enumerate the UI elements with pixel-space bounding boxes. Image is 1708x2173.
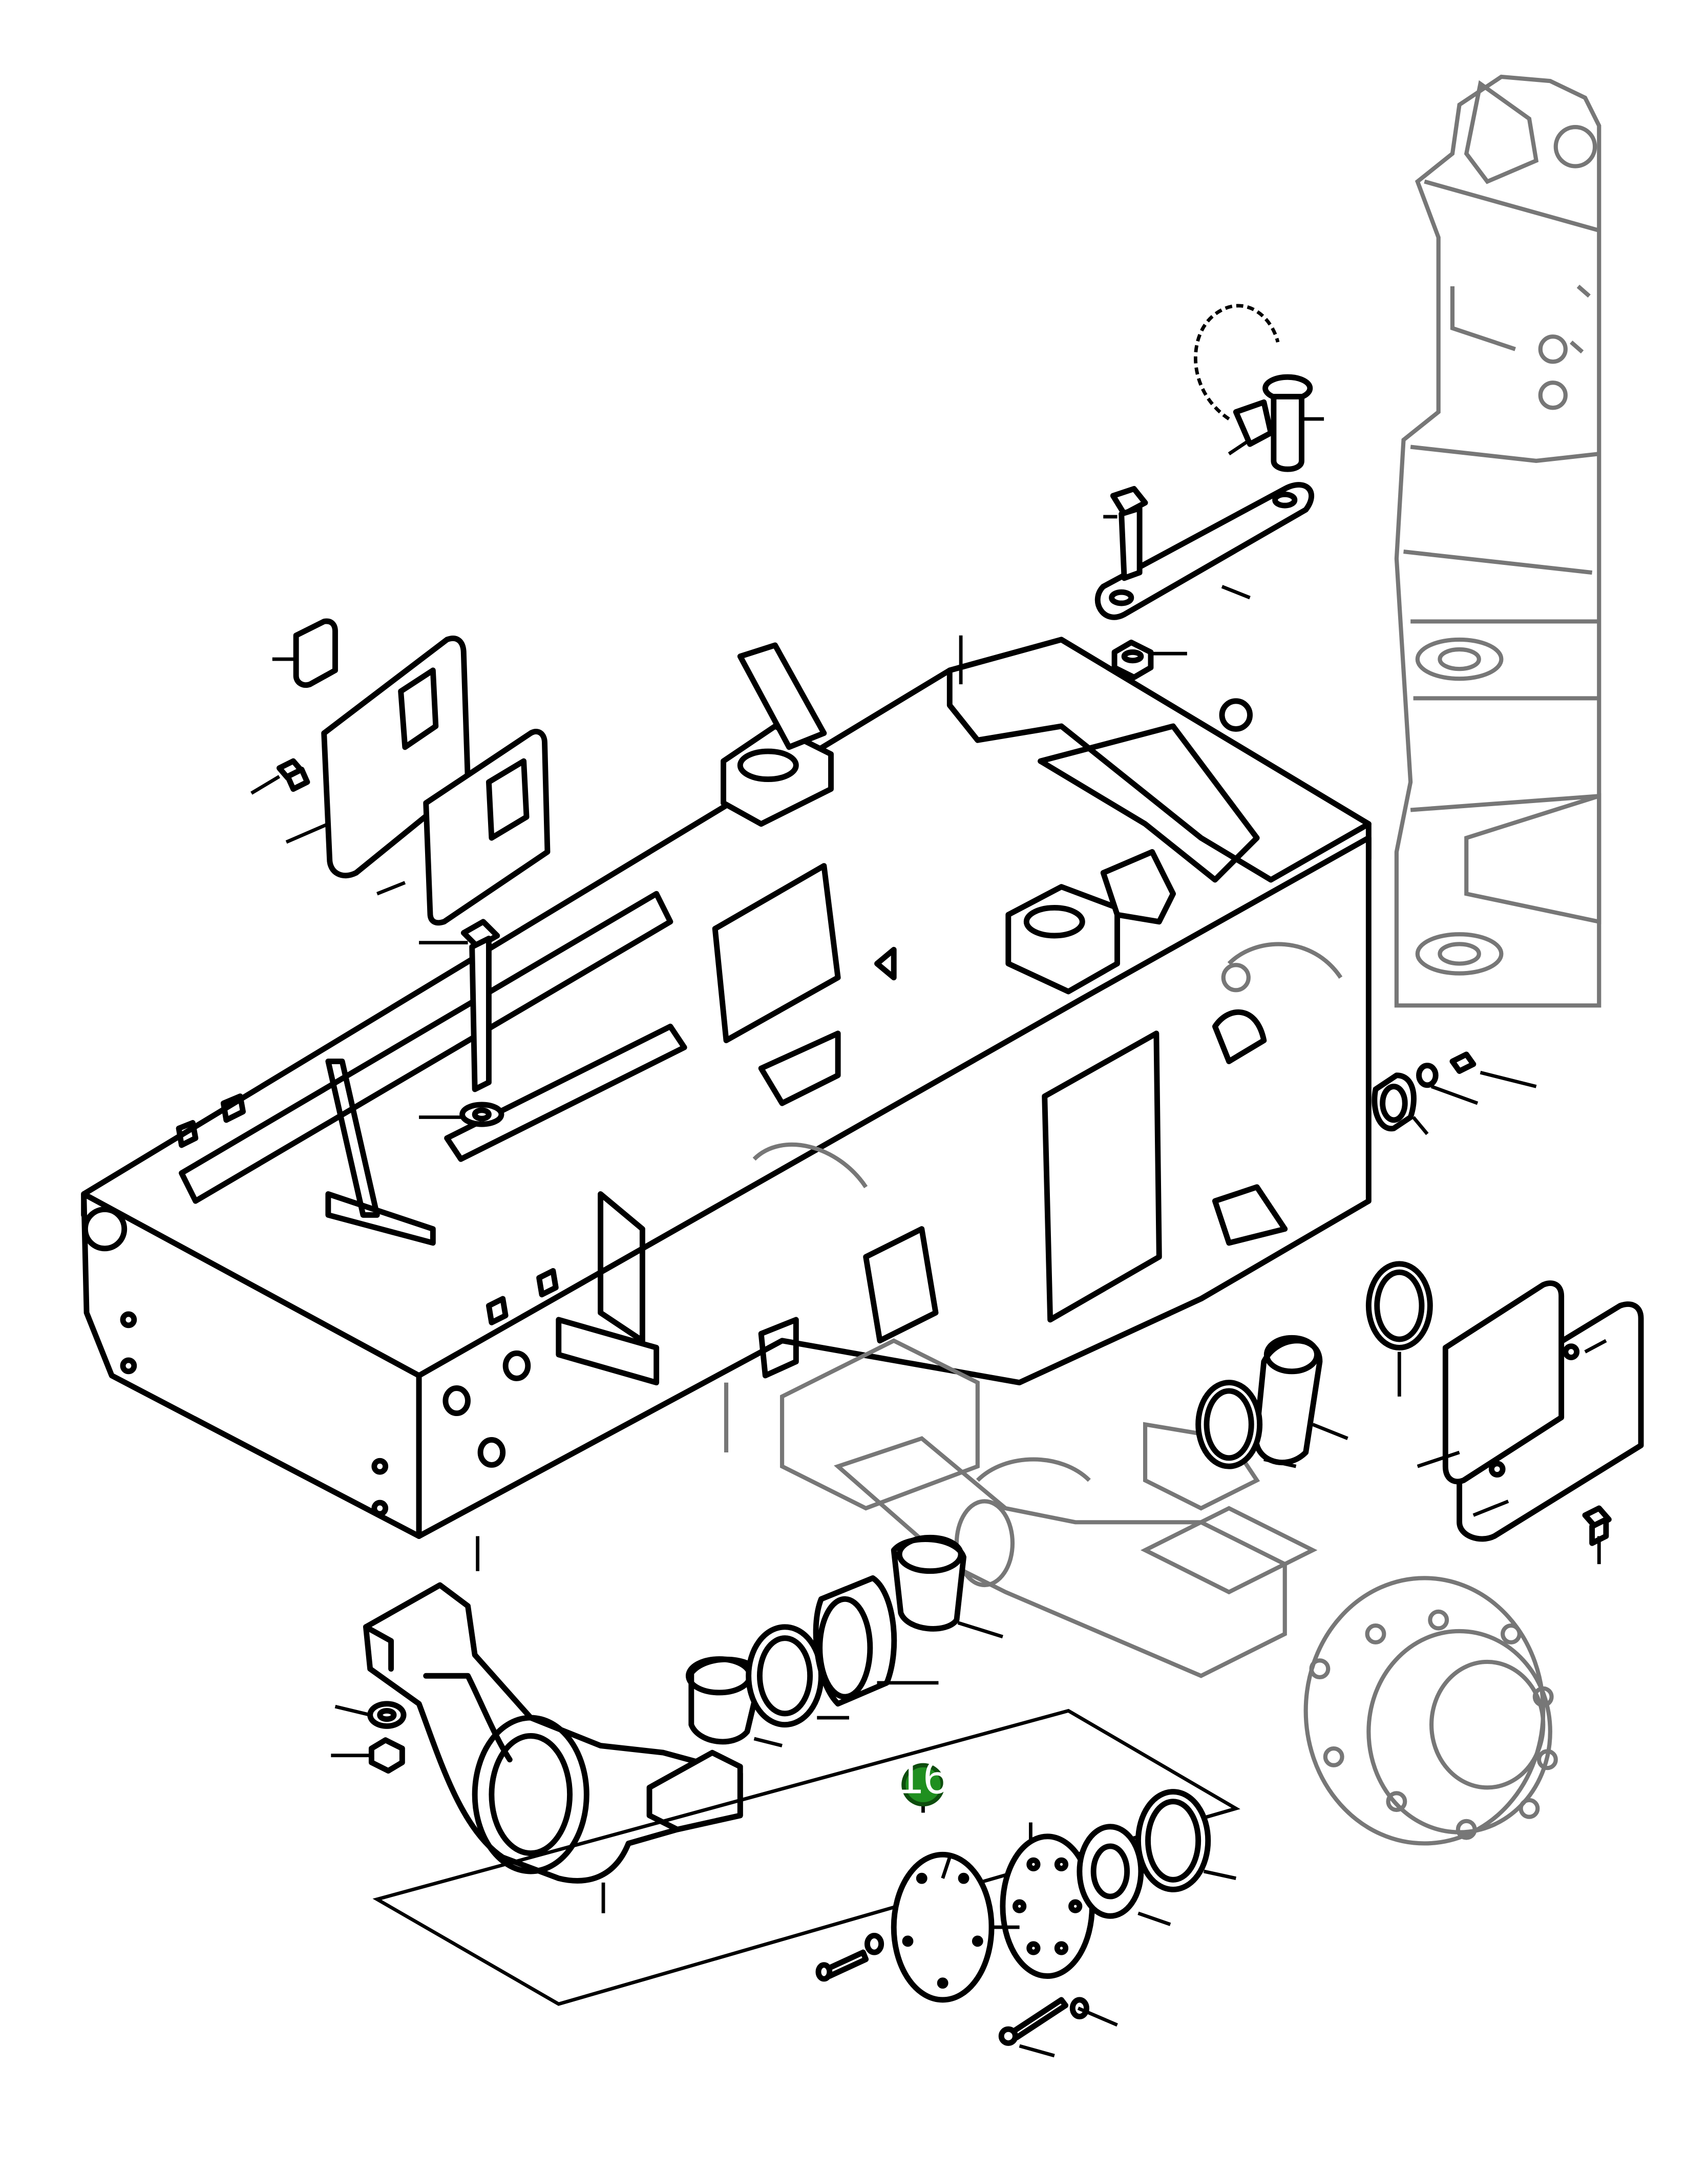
hex-nut: [1111, 639, 1154, 680]
wheel-hub-ghost: [1303, 1576, 1558, 1846]
bearing-hub: [813, 1575, 897, 1707]
rubber-gasket: [423, 729, 551, 926]
hex-bolt: [1110, 486, 1148, 581]
cap-bolt: [815, 1932, 884, 1982]
small-bolt-right: [1582, 1505, 1612, 1546]
chassis-rear-section-ghost: [1394, 74, 1601, 1008]
mount-block-right: [1372, 1051, 1477, 1132]
bearing-bushings: [685, 1624, 824, 1745]
seal-ring: [293, 618, 338, 688]
main-frame: [81, 637, 1372, 1539]
thrust-washers: [891, 1534, 967, 1632]
rubber-gasket-right: [1442, 1280, 1565, 1485]
seal-ring-lower: [1135, 1789, 1211, 1892]
lock-pin-with-chain: [1194, 304, 1313, 472]
hex-nut-left: [368, 1737, 405, 1774]
oscillation-axle-beam: [363, 1582, 743, 1884]
thrust-washer-lower: [1077, 1824, 1144, 1919]
callout-label: 16: [897, 1750, 950, 1803]
washer: [459, 1102, 504, 1127]
flange-disc: [1000, 1833, 1095, 1979]
leader-lines: [250, 417, 1607, 2058]
callout-16[interactable]: 16: [897, 1750, 950, 1813]
hex-bolt-long: [460, 919, 500, 1092]
washer-left: [367, 1701, 407, 1729]
long-bolt: [998, 1997, 1089, 2046]
access-cover-plate: [321, 636, 471, 879]
small-bolt: [276, 758, 310, 792]
end-cap-plate: [891, 1851, 995, 2003]
exploded-group-frame: [372, 1708, 1240, 2006]
drawbar-link: [1094, 482, 1314, 620]
bearing-rings-right: [1195, 1261, 1433, 1469]
